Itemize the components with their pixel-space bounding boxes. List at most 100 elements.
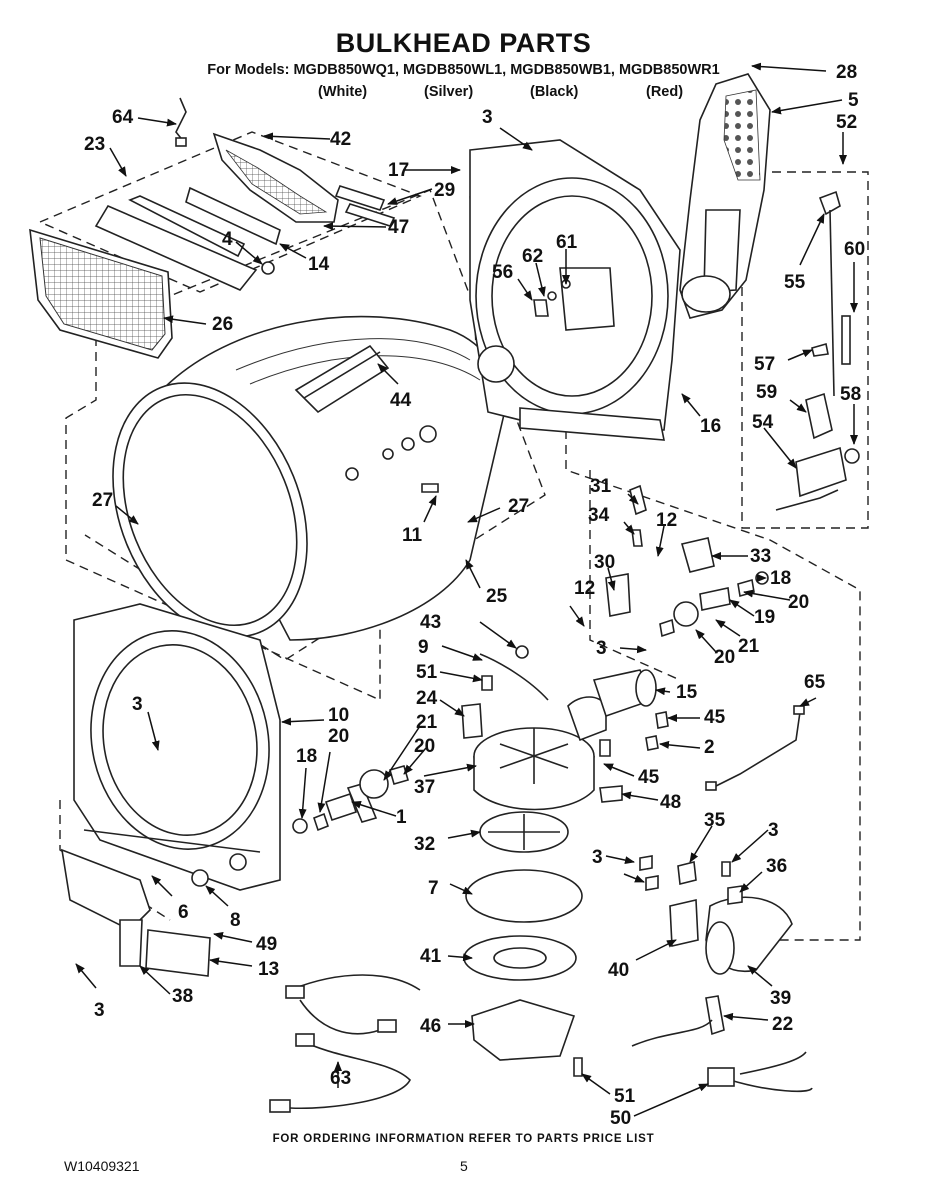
- callout-20c: 20: [328, 726, 349, 747]
- callout-18a: 18: [770, 568, 791, 589]
- callout-59: 59: [756, 382, 777, 403]
- callout-45a: 45: [704, 707, 726, 728]
- callout-9: 9: [418, 637, 429, 658]
- callout-24: 24: [416, 688, 438, 709]
- callout-3d: 3: [768, 820, 779, 841]
- callout-49: 49: [256, 934, 277, 955]
- callout-40: 40: [608, 960, 629, 981]
- callout-6: 6: [178, 902, 189, 923]
- leader-lines: [75, 62, 858, 1117]
- callout-30: 30: [594, 552, 615, 573]
- lint-duct-housing: [94, 97, 396, 291]
- callout-37: 37: [414, 777, 435, 798]
- callout-28: 28: [836, 62, 857, 83]
- callout-58: 58: [840, 384, 861, 405]
- callout-26: 26: [212, 314, 233, 335]
- callout-11: 11: [402, 525, 423, 546]
- callout-2: 2: [704, 737, 715, 758]
- callout-48: 48: [660, 792, 681, 813]
- callout-56: 56: [492, 262, 513, 283]
- callout-3b: 3: [596, 638, 607, 659]
- callout-35: 35: [704, 810, 726, 831]
- callout-38: 38: [172, 986, 193, 1007]
- front-bulkhead-10: [60, 603, 281, 977]
- drum-27: [112, 315, 506, 641]
- callout-64: 64: [112, 107, 134, 128]
- page-number: 5: [460, 1158, 468, 1174]
- callout-25: 25: [486, 586, 508, 607]
- callout-44: 44: [390, 390, 412, 411]
- callout-12b: 12: [574, 578, 595, 599]
- callout-3e: 3: [592, 847, 603, 868]
- callout-43: 43: [420, 612, 441, 633]
- callout-18b: 18: [296, 746, 317, 767]
- color-label-black: (Black): [530, 84, 579, 100]
- callout-3c: 3: [132, 694, 143, 715]
- callout-3f: 3: [94, 1000, 105, 1021]
- callout-46: 46: [420, 1016, 441, 1037]
- callout-61: 61: [556, 232, 578, 253]
- callout-63: 63: [330, 1068, 351, 1089]
- callout-29: 29: [434, 180, 455, 201]
- callout-21b: 21: [416, 712, 438, 733]
- callout-15: 15: [676, 682, 698, 703]
- callout-7: 7: [428, 878, 439, 899]
- callout-47: 47: [388, 217, 409, 238]
- callout-20b: 20: [714, 647, 735, 668]
- lint-screen-26: [29, 228, 173, 359]
- color-label-silver: (Silver): [424, 84, 474, 100]
- callout-17: 17: [388, 160, 409, 181]
- callout-45b: 45: [638, 767, 660, 788]
- callout-4: 4: [222, 229, 233, 250]
- blower-and-motor: [292, 645, 669, 1077]
- callout-21a: 21: [738, 636, 760, 657]
- gas-valve-assembly-52: [775, 190, 860, 511]
- ordering-note: FOR ORDERING INFORMATION REFER TO PARTS …: [272, 1133, 655, 1145]
- callout-12a: 12: [656, 510, 677, 531]
- callout-55: 55: [784, 272, 806, 293]
- rear-bulkhead-17: [469, 139, 681, 441]
- callout-16: 16: [700, 416, 721, 437]
- callout-27b: 27: [508, 496, 529, 517]
- wire-harnesses: [269, 705, 813, 1113]
- color-label-red: (Red): [646, 84, 684, 100]
- callout-34: 34: [588, 505, 610, 526]
- callout-5: 5: [848, 90, 859, 111]
- page-title: BULKHEAD PARTS: [335, 28, 592, 58]
- models-line: For Models: MGDB850WQ1, MGDB850WL1, MGDB…: [207, 62, 720, 78]
- callout-23: 23: [84, 134, 105, 155]
- callout-3a: 3: [482, 107, 493, 128]
- thermostat-parts: [605, 484, 769, 638]
- callout-65: 65: [804, 672, 826, 693]
- callout-57: 57: [754, 354, 775, 375]
- callout-52: 52: [836, 112, 857, 133]
- callout-60: 60: [844, 239, 865, 260]
- callout-62: 62: [522, 246, 543, 267]
- callout-42: 42: [330, 129, 351, 150]
- callout-1: 1: [396, 807, 407, 828]
- color-label-white: (White): [318, 84, 368, 100]
- callout-51a: 51: [416, 662, 438, 683]
- callout-39: 39: [770, 988, 791, 1009]
- callout-27a: 27: [92, 490, 113, 511]
- callout-8: 8: [230, 910, 241, 931]
- callout-54: 54: [752, 412, 774, 433]
- callout-20d: 20: [414, 736, 435, 757]
- callout-50: 50: [610, 1108, 631, 1129]
- callout-41: 41: [420, 946, 442, 967]
- document-number: W10409321: [64, 1158, 140, 1174]
- callout-36: 36: [766, 856, 787, 877]
- callout-19: 19: [754, 607, 775, 628]
- callout-10: 10: [328, 705, 349, 726]
- burner-assembly: [639, 855, 793, 975]
- callout-51b: 51: [614, 1086, 636, 1107]
- callout-22: 22: [772, 1014, 793, 1035]
- callout-20a: 20: [788, 592, 809, 613]
- callout-32: 32: [414, 834, 435, 855]
- callout-33: 33: [750, 546, 771, 567]
- exhaust-duct-5: [679, 73, 771, 319]
- callout-31: 31: [590, 476, 612, 497]
- callout-14: 14: [308, 254, 330, 275]
